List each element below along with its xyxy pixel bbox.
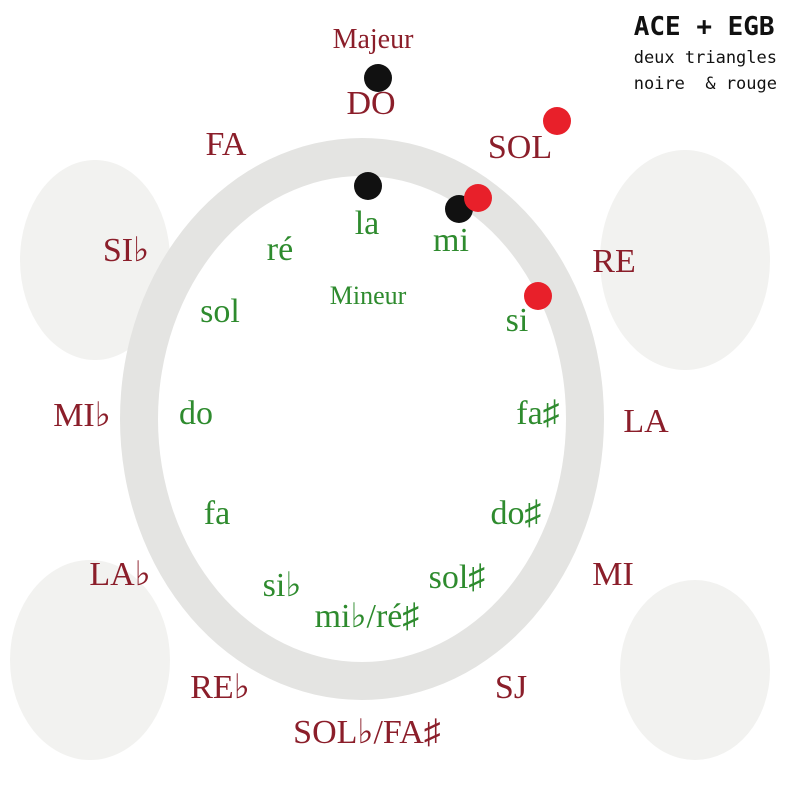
major-key-re: RE <box>592 243 636 280</box>
background-smudge <box>600 150 770 370</box>
major-key-sib: SI♭ <box>102 232 150 269</box>
major-key-la: LA <box>623 403 669 440</box>
minor-key-si: si <box>505 302 529 339</box>
background-smudge <box>10 560 170 760</box>
red-dot-mi <box>464 184 492 212</box>
minor-key-sib: si♭ <box>262 567 302 604</box>
annotation-title: ACE + EGB <box>633 12 775 42</box>
minor-key-fasharp: fa♯ <box>516 395 560 432</box>
annotation-line-2: noire & rouge <box>633 74 777 94</box>
minor-key-fa: fa <box>203 495 231 532</box>
minor-key-do: do <box>179 395 213 432</box>
minor-key-mib-resharp: mi♭/ré♯ <box>314 598 420 635</box>
major-key-lab: LA♭ <box>89 556 151 593</box>
major-key-sol: SOL <box>487 129 553 166</box>
major-key-fa: FA <box>205 126 247 163</box>
minor-title: Mineur <box>329 281 407 310</box>
major-key-si: SJ <box>494 669 528 706</box>
minor-key-la: la <box>354 205 380 242</box>
black-dot-la <box>354 172 382 200</box>
major-title: Majeur <box>332 24 414 55</box>
red-dot-si <box>524 282 552 310</box>
major-key-reb: RE♭ <box>190 669 250 706</box>
minor-key-dosharp: do♯ <box>490 495 542 532</box>
background-smudge <box>620 580 770 760</box>
black-dot-do <box>364 64 392 92</box>
minor-key-mi: mi <box>433 222 469 259</box>
annotation-line-1: deux triangles <box>633 48 777 68</box>
red-dot-sol <box>543 107 571 135</box>
annotation-note: ACE + EGB deux triangles noire & rouge <box>634 12 777 94</box>
major-key-do: DO <box>346 85 396 122</box>
major-key-mi: MI <box>592 556 634 593</box>
minor-key-sol: sol <box>200 293 240 330</box>
major-key-solb-fasharp: SOL♭/FA♯ <box>293 714 441 751</box>
minor-key-re: ré <box>266 231 294 268</box>
minor-key-solsharp: sol♯ <box>428 559 486 596</box>
major-key-mib: MI♭ <box>53 397 111 434</box>
